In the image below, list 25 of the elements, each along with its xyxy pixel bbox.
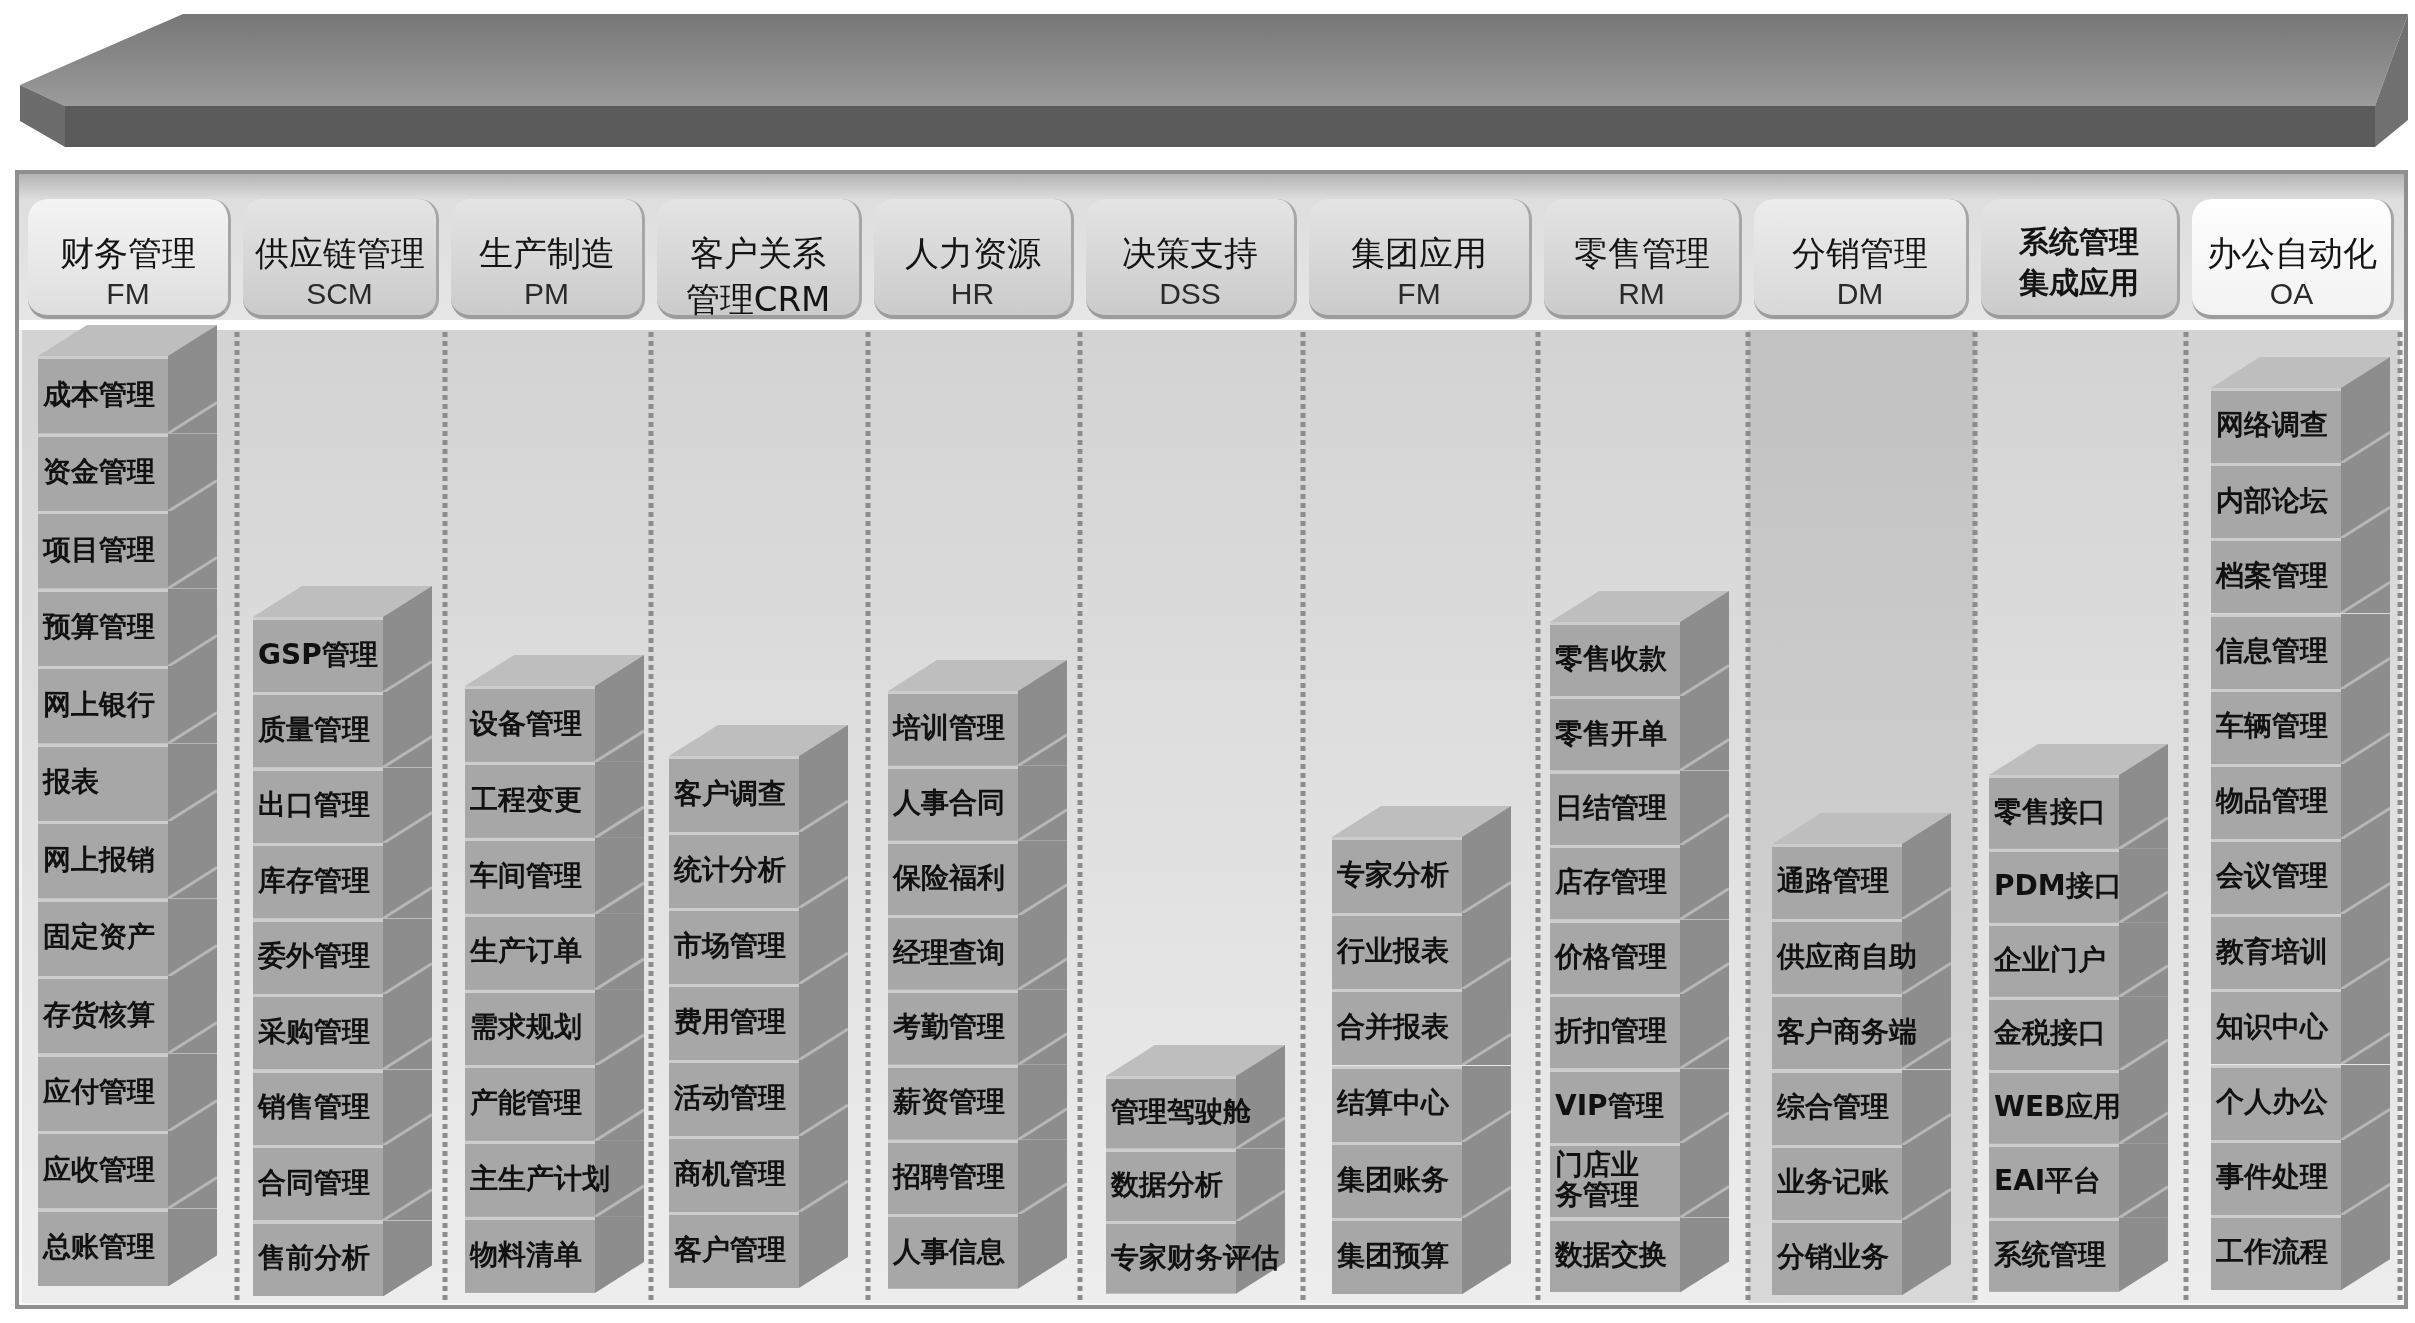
column-title: 办公自动化 [2206,233,2377,273]
module-column [1975,199,2186,1303]
module-column [22,199,237,1303]
module-column [2186,199,2400,1303]
column-code: SCM [306,277,373,311]
column-title: 系统管理集成应用 [2018,223,2140,302]
column-code: DM [1836,277,1884,311]
column-title: 集团应用 [1351,233,1487,273]
column-code: FM [106,277,150,311]
column-title: 零售管理 [1573,233,1710,273]
column-code: RM [1618,277,1665,311]
column-title: 决策支持 [1122,233,1258,273]
column-title: 人力资源 [904,233,1041,273]
column-code: DSS [1159,277,1221,311]
module-column [1748,199,1975,1303]
module-column [1538,199,1748,1303]
column-code: PM [524,277,569,311]
column-code: FM [1397,277,1441,311]
column-code: HR [950,277,995,311]
column-title: 客户关系管理CRM [684,232,832,321]
column-title: 生产制造 [478,233,615,273]
column-title: 财务管理 [60,233,196,273]
column-title: 分销管理 [1792,233,1928,273]
column-code: OA [2269,277,2314,311]
column-title: 供应链管理 [254,233,425,273]
